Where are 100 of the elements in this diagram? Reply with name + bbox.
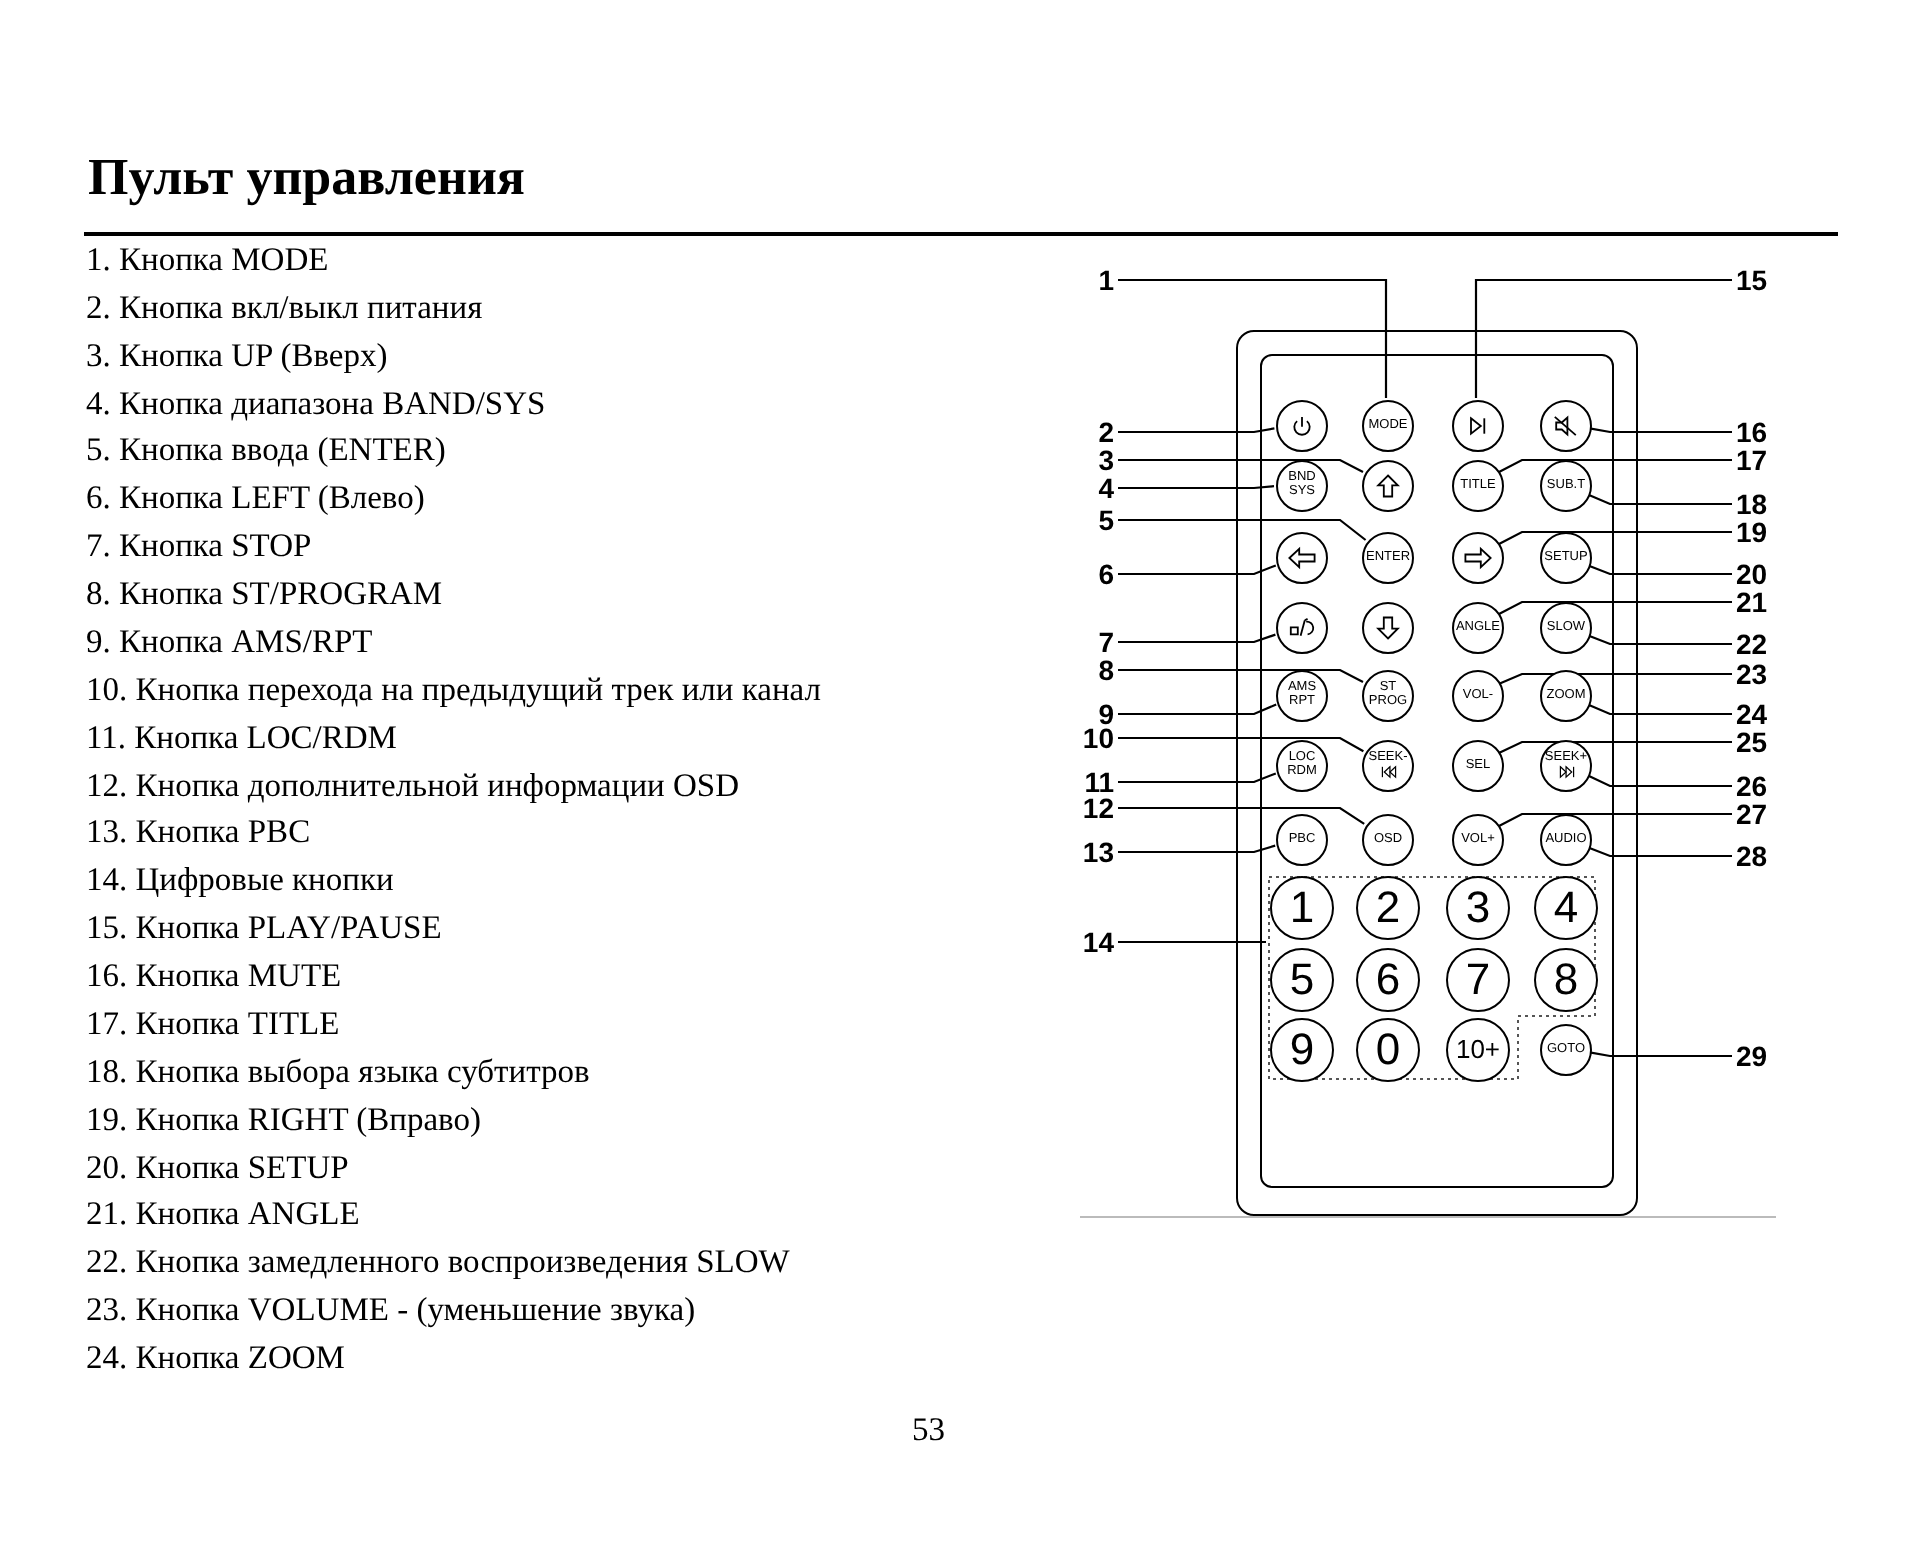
list-item: 7. Кнопка STOP	[86, 528, 312, 565]
list-item: 8. Кнопка ST/PROGRAM	[86, 576, 443, 613]
leader-line	[1587, 634, 1732, 646]
callout-number: 23	[1736, 660, 1768, 688]
leader-line	[1118, 278, 1388, 398]
icon-button	[1362, 460, 1414, 512]
callout-number: 8	[1098, 656, 1114, 684]
list-item: 1. Кнопка MODE	[86, 242, 329, 278]
leader-line	[1118, 485, 1275, 490]
callout-number: 21	[1736, 588, 1768, 616]
list-item: 6. Кнопка LEFT (Влево)	[86, 480, 425, 517]
leader-line	[1498, 530, 1732, 545]
list-item: 18. Кнопка выбора языка субтитров	[86, 1053, 590, 1090]
number-button: 1	[1270, 876, 1334, 940]
number-button: 10+	[1446, 1018, 1510, 1082]
number-button: 9	[1270, 1018, 1334, 1082]
callout-number: 20	[1736, 560, 1768, 588]
leader-line	[1118, 940, 1266, 944]
number-button: 4	[1534, 876, 1598, 940]
list-item: 19. Кнопка RIGHT (Вправо)	[86, 1101, 481, 1138]
list-item: 22. Кнопка замедленного воспроизведения SLOW	[86, 1244, 790, 1281]
list-item: 23. Кнопка VOLUME - (уменьшение звука)	[86, 1292, 696, 1329]
list-item: 15. Кнопка PLAY/PAUSE	[86, 910, 442, 947]
callout-number: 3	[1098, 446, 1114, 474]
number-button: 3	[1446, 876, 1510, 940]
list-item: 21. Кнопка ANGLE	[86, 1196, 360, 1233]
leader-line	[1118, 668, 1364, 683]
page-title: Пульт управления	[88, 148, 525, 208]
callout-number: 9	[1098, 700, 1114, 728]
callout-number: 25	[1736, 728, 1768, 756]
leader-line	[1587, 493, 1732, 506]
list-item: 20. Кнопка SETUP	[86, 1149, 349, 1186]
icon-button	[1452, 532, 1504, 584]
leader-line	[1587, 846, 1732, 858]
list-item: 12. Кнопка дополнительной информации OSD	[86, 767, 739, 804]
remote-control-body	[1236, 330, 1638, 1216]
callout-number: 6	[1098, 560, 1114, 588]
number-button: 0	[1356, 1018, 1420, 1082]
callout-number: 24	[1736, 700, 1768, 728]
icon-button	[1540, 400, 1592, 452]
callout-number: 7	[1098, 628, 1114, 656]
leader-line	[1474, 278, 1732, 398]
callout-number: 17	[1736, 446, 1768, 474]
icon-button	[1362, 602, 1414, 654]
list-item: 13. Кнопка PBC	[86, 814, 311, 851]
icon-button	[1276, 602, 1328, 654]
leader-line	[1498, 812, 1732, 827]
list-item: 16. Кнопка MUTE	[86, 958, 342, 995]
number-button: 6	[1356, 948, 1420, 1012]
list-item: 10. Кнопка перехода на предыдущий трек или канал	[86, 671, 821, 708]
number-button: 2	[1356, 876, 1420, 940]
callout-number: 4	[1098, 474, 1114, 502]
list-item: 2. Кнопка вкл/выкл питания	[86, 289, 483, 326]
callout-number: 27	[1736, 800, 1768, 828]
callout-number: 28	[1736, 842, 1768, 870]
list-item: 14. Цифровые кнопки	[86, 862, 394, 899]
icon-button	[1276, 532, 1328, 584]
list-item: 3. Кнопка UP (Вверх)	[86, 337, 388, 374]
list-item: 17. Кнопка TITLE	[86, 1005, 340, 1042]
callout-number: 1	[1098, 266, 1114, 294]
leader-line	[1586, 774, 1732, 788]
leader-line	[1118, 844, 1276, 854]
number-button: 8	[1534, 948, 1598, 1012]
callout-number: 18	[1736, 490, 1768, 518]
leader-line	[1118, 518, 1367, 541]
number-keypad-area	[1268, 876, 1596, 1080]
list-item: 24. Кнопка ZOOM	[86, 1340, 345, 1376]
callout-number: 13	[1082, 838, 1114, 866]
callout-number: 11	[1084, 768, 1114, 796]
leader-line	[1498, 458, 1732, 473]
leader-line	[1118, 458, 1364, 473]
leader-line	[1587, 703, 1732, 716]
leader-line	[1589, 427, 1732, 434]
leader-line	[1118, 564, 1277, 576]
list-item: 11. Кнопка LOC/RDM	[86, 719, 397, 756]
callout-number: 22	[1736, 630, 1768, 658]
leader-line	[1118, 772, 1277, 784]
callout-number: 16	[1736, 418, 1768, 446]
callout-number: 14	[1082, 928, 1114, 956]
leader-line	[1118, 736, 1364, 753]
callout-number: 29	[1736, 1042, 1768, 1070]
leader-line	[1118, 427, 1275, 434]
leader-line	[1118, 633, 1276, 644]
leader-line	[1498, 600, 1732, 615]
leader-line	[1118, 806, 1365, 825]
list-item: 9. Кнопка AMS/RPT	[86, 623, 373, 660]
callout-number: 5	[1098, 506, 1114, 534]
icon-button	[1452, 400, 1504, 452]
leader-line	[1498, 740, 1732, 754]
page-number: 53	[912, 1412, 945, 1448]
leader-line	[1587, 564, 1732, 576]
callout-number: 10	[1082, 724, 1114, 752]
leader-line	[1499, 672, 1732, 685]
list-item: 4. Кнопка диапазона BAND/SYS	[86, 385, 546, 422]
callout-number: 15	[1736, 266, 1768, 294]
icon-button	[1276, 400, 1328, 452]
number-button: 5	[1270, 948, 1334, 1012]
callout-number: 26	[1736, 772, 1768, 800]
callout-number: 19	[1736, 518, 1768, 546]
callout-number: 2	[1098, 418, 1114, 446]
